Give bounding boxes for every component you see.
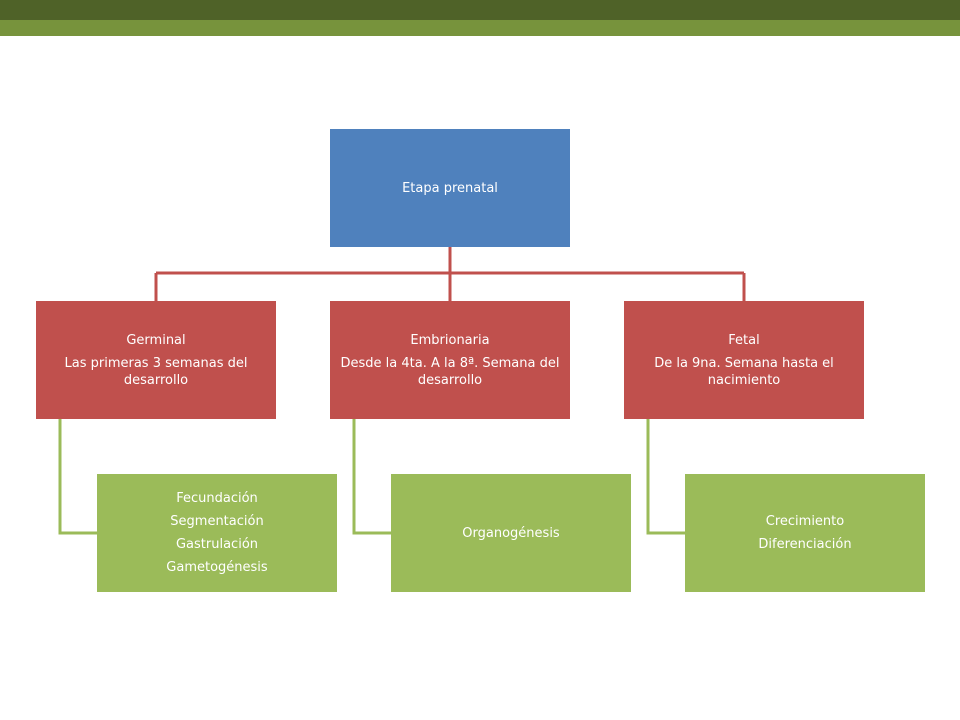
stage-title: Fetal [728,332,760,348]
stage-node-fetal: Fetal De la 9na. Semana hasta el nacimie… [624,301,864,419]
detail-item: Fecundación [176,491,258,506]
detail-node-embrionaria: Organogénesis [391,474,631,592]
detail-item: Diferenciación [758,537,852,552]
stage-description: De la 9na. Semana hasta el nacimiento [654,355,834,388]
detail-item: Crecimiento [765,514,845,529]
root-label: Etapa prenatal [402,180,498,196]
detail-connectors [58,419,685,535]
stage-description: Desde la 4ta. A la 8ª. Semana del desarr… [340,355,560,388]
detail-item: Organogénesis [462,525,560,541]
detail-item: Segmentación [170,514,264,529]
stage-description: Las primeras 3 semanas del desarrollo [64,355,248,388]
detail-item: Gastrulación [175,537,259,552]
detail-item: Gametogénesis [166,560,268,575]
detail-node-germinal: Fecundación Segmentación Gastrulación Ga… [97,474,337,592]
detail-connector-fetal [646,419,685,535]
stage-node-germinal: Germinal Las primeras 3 semanas del desa… [36,301,276,419]
stage-connectors [154,247,746,301]
detail-node-fetal: Crecimiento Diferenciación [685,474,925,592]
detail-connector-germinal [58,419,97,535]
stage-title: Germinal [126,332,186,348]
slide-accent-bar [0,20,960,36]
stage-node-embrionaria: Embrionaria Desde la 4ta. A la 8ª. Seman… [330,301,570,419]
slide-header-bar [0,0,960,20]
detail-connector-embrionaria [352,419,391,535]
stage-title: Embrionaria [410,332,490,348]
root-node: Etapa prenatal [330,129,570,247]
